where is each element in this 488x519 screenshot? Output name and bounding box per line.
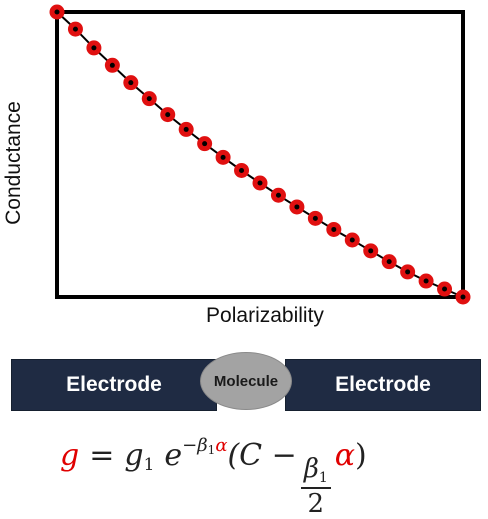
- data-point-center: [386, 259, 392, 265]
- series-line: [56, 11, 464, 298]
- data-point-center: [294, 204, 300, 210]
- data-point-center: [331, 226, 337, 232]
- right-electrode: Electrode: [285, 359, 481, 411]
- data-points: [49, 4, 471, 305]
- data-point-center: [442, 286, 448, 292]
- data-point-center: [405, 269, 411, 275]
- equation-equals: =: [89, 438, 115, 473]
- right-electrode-label: Electrode: [335, 373, 431, 396]
- data-point-center: [368, 248, 374, 254]
- data-point-center: [202, 141, 208, 147]
- data-point-center: [183, 126, 189, 132]
- equation-close-paren: ): [355, 438, 367, 473]
- data-point-center: [275, 192, 281, 198]
- data-point-center: [423, 278, 429, 284]
- equation-row: g = g1 e−β1α (C − β1 2 α ): [60, 435, 367, 517]
- data-point-center: [257, 180, 263, 186]
- conductance-equation: g = g1 e−β1α (C − β1 2 α ): [60, 428, 460, 517]
- data-point-center: [128, 80, 134, 86]
- data-point-center: [91, 45, 97, 51]
- data-point-center: [312, 215, 318, 221]
- left-electrode-label: Electrode: [66, 373, 162, 396]
- equation-open-paren: (C −: [227, 438, 297, 473]
- data-point-center: [239, 167, 245, 173]
- data-point-center: [109, 62, 115, 68]
- data-point-center: [72, 26, 78, 32]
- equation-g1: g1: [124, 438, 155, 475]
- left-electrode: Electrode: [11, 359, 217, 411]
- molecule-label: Molecule: [213, 372, 279, 390]
- x-axis-label: Polarizability: [206, 304, 324, 327]
- equation-alpha: α: [334, 438, 356, 473]
- data-point-center: [54, 9, 60, 15]
- data-point-center: [460, 294, 466, 300]
- molecule-ellipse: Molecule: [200, 352, 292, 410]
- plot-frame: [55, 10, 465, 299]
- data-point-center: [220, 154, 226, 160]
- data-point-center: [165, 112, 171, 118]
- conductance-polarizability-chart: [49, 4, 471, 305]
- equation-fraction: β1 2: [300, 456, 331, 517]
- data-point-center: [146, 96, 152, 102]
- data-point-center: [349, 237, 355, 243]
- equation-exponential: e−β1α: [164, 435, 228, 473]
- y-axis-label: Conductance: [2, 101, 25, 225]
- equation-lhs-g: g: [60, 438, 80, 473]
